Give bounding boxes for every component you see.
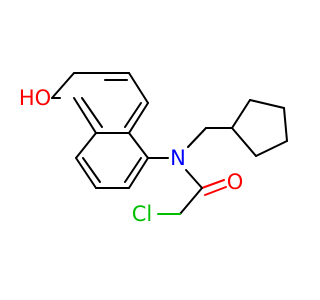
bond <box>187 127 207 148</box>
bond <box>124 102 142 128</box>
atom-label-nitrogen: N <box>170 146 186 170</box>
bond <box>81 97 103 128</box>
bond <box>73 97 97 134</box>
bond <box>128 102 149 134</box>
bond <box>204 186 227 196</box>
bond <box>255 140 288 157</box>
atom-label-chlorine: Cl <box>132 202 153 226</box>
naphthalene-upper-ring <box>51 72 149 134</box>
structure-diagram: HO N O Cl <box>19 72 288 226</box>
bond <box>75 157 97 189</box>
bond <box>231 127 257 157</box>
bond <box>82 157 101 183</box>
bond <box>128 157 149 189</box>
bond <box>124 157 142 183</box>
bond <box>201 179 225 189</box>
bond <box>179 187 203 215</box>
bond <box>128 132 149 159</box>
bond <box>51 72 75 99</box>
structure-canvas: HO N O Cl <box>19 72 288 226</box>
bond <box>185 169 203 189</box>
bond <box>128 72 149 104</box>
bond <box>283 107 288 142</box>
atom-label-hydroxyl: HO <box>19 86 51 110</box>
naphthalene-lower-ring <box>75 132 149 189</box>
cyclopentyl-ring <box>231 99 288 157</box>
bond <box>249 99 285 109</box>
atom-label-oxygen: O <box>227 170 244 194</box>
bond <box>75 132 97 159</box>
bond <box>231 99 251 129</box>
